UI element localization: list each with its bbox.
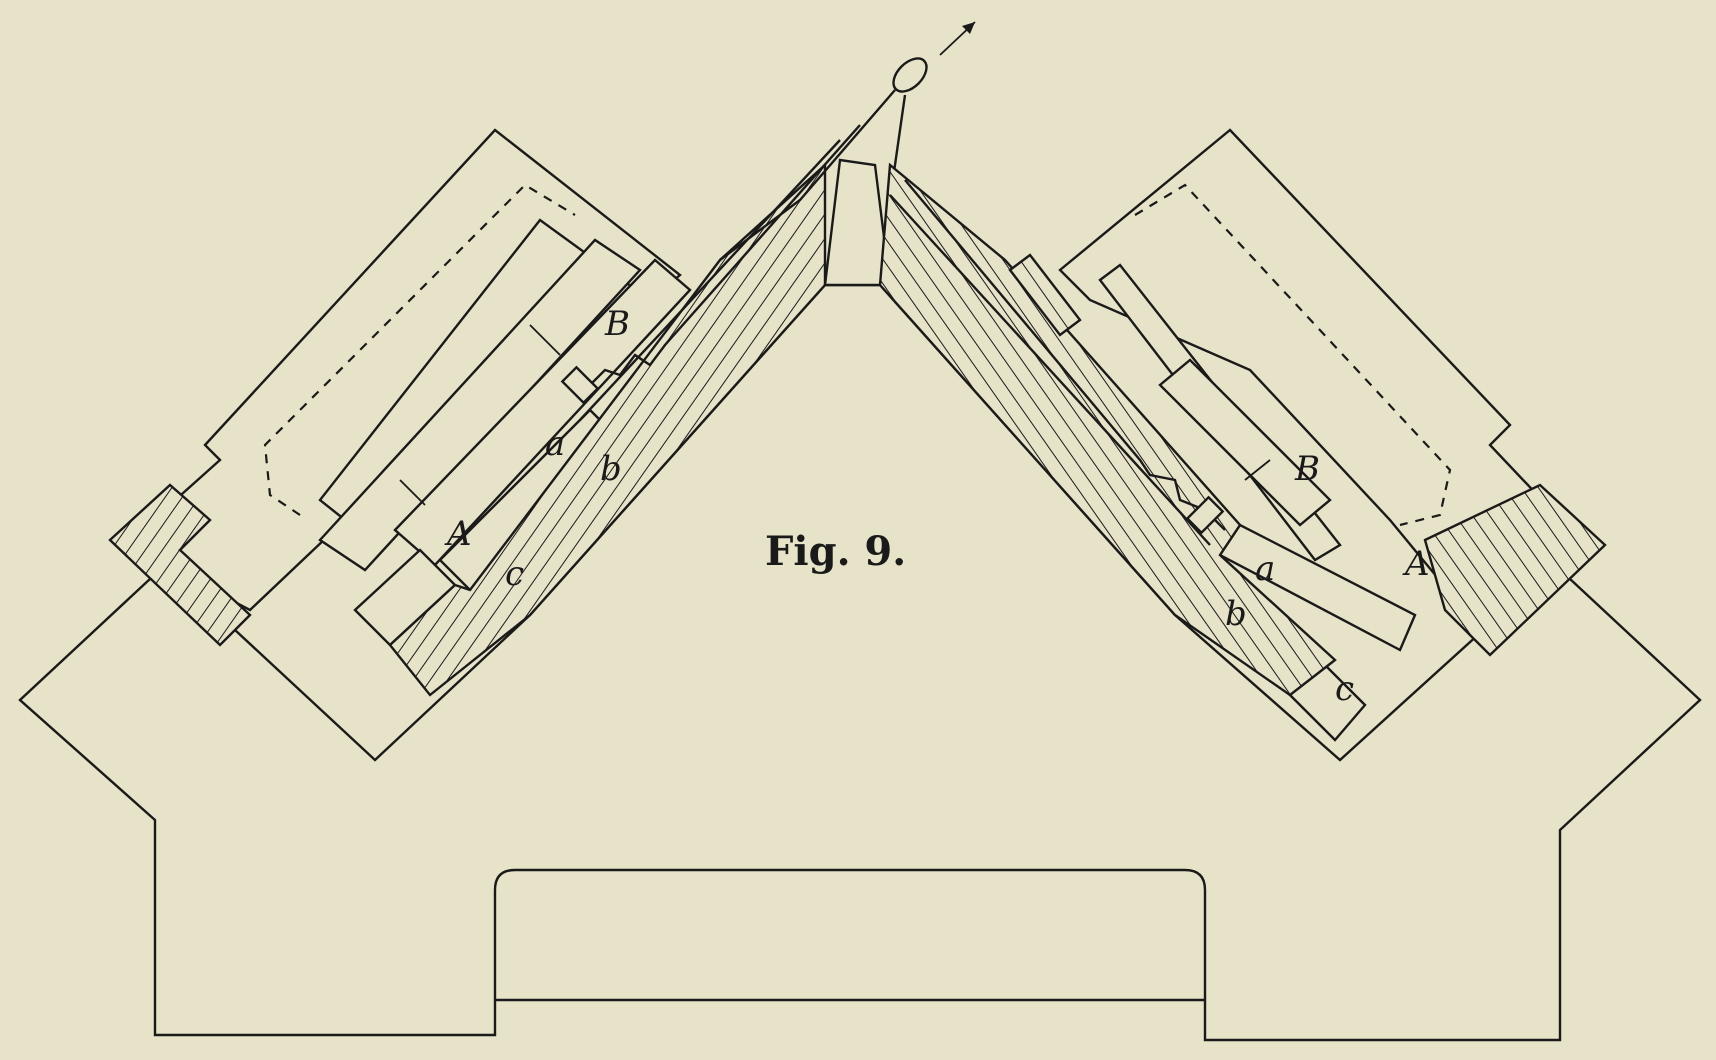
left-needle (579, 124, 861, 396)
direction-arrow-head (962, 22, 975, 34)
left-bed-assembly (108, 124, 861, 697)
label-left-b: b (600, 449, 622, 489)
right-bed-assembly (878, 128, 1607, 742)
label-right-A: A (1402, 544, 1430, 584)
machine-base (18, 283, 1702, 1042)
center-top (719, 21, 976, 287)
left-arrow-A (399, 479, 426, 506)
label-right-b: b (1225, 594, 1247, 634)
right-hatched-strip (1008, 253, 1082, 337)
needle-eye (892, 57, 928, 93)
label-left-c: c (505, 554, 524, 594)
label-right-c: c (1335, 669, 1354, 709)
label-left-A: A (444, 514, 472, 554)
left-needle-shaft (579, 139, 841, 421)
right-needle-bed-hatched (878, 162, 1337, 697)
right-slot-middle (1158, 358, 1332, 527)
label-left-a: a (545, 424, 565, 464)
label-right-a: a (1255, 549, 1275, 589)
left-slot-outer (318, 238, 642, 572)
label-right-B: B (1294, 449, 1320, 489)
yarn-left (719, 89, 896, 261)
left-needle-butt (560, 365, 600, 405)
left-arrow-B (529, 324, 561, 356)
right-needle-shaft (889, 194, 1211, 546)
label-left-B: B (604, 304, 630, 344)
figure-caption: Fig. 9. (765, 528, 906, 575)
right-arrow-B (1244, 459, 1271, 481)
left-end-block-hatched (108, 483, 252, 647)
right-needle-butt (1185, 495, 1225, 535)
center-wedge (823, 158, 892, 287)
right-end-block-hatched (1423, 483, 1607, 657)
left-dashed-path (263, 183, 576, 516)
right-dashed-path (1134, 183, 1452, 527)
